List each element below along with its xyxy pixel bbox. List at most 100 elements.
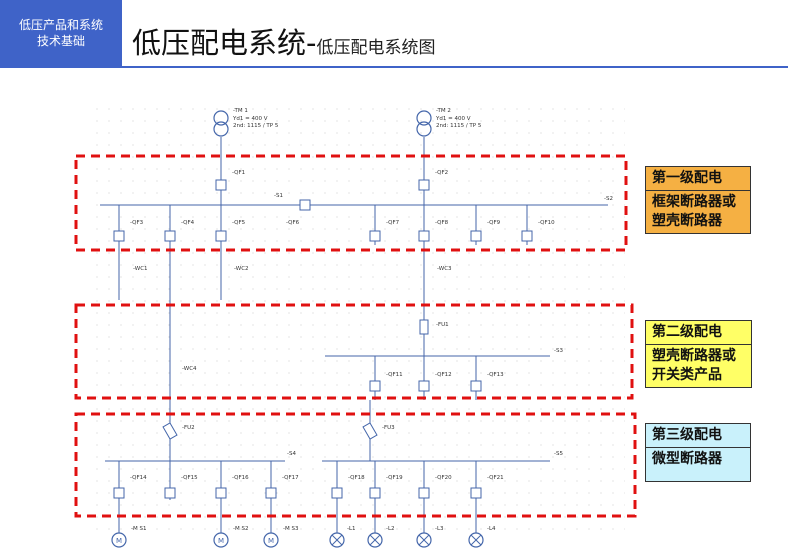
fu2-label: -FU2 xyxy=(182,425,195,431)
qf17-label: -QF17 xyxy=(282,475,299,481)
s4-label: -S4 xyxy=(287,451,296,457)
qf11-label: -QF11 xyxy=(386,372,403,378)
breaker-icon xyxy=(418,487,430,499)
level3-legend: 第三级配电 微型断路器 xyxy=(645,423,751,482)
breaker-icon xyxy=(215,487,227,499)
level2-desc-line2: 开关类产品 xyxy=(652,367,722,383)
tm1-spec2: 2nd: 1115 / TP 5 xyxy=(233,123,279,129)
breakers xyxy=(113,179,533,499)
qf7-label: -QF7 xyxy=(386,220,400,226)
tm2-spec2: 2nd: 1115 / TP 5 xyxy=(436,123,482,129)
wiring xyxy=(100,137,608,538)
fuse-icon xyxy=(362,422,378,440)
breaker-icon xyxy=(215,230,227,242)
tm2-spec1: Yd1 = 400 V xyxy=(435,116,471,122)
qf16-label: -QF16 xyxy=(232,475,249,481)
motor-icon xyxy=(213,532,229,548)
level2-title: 第二级配电 xyxy=(652,324,722,340)
fuses xyxy=(162,319,429,440)
qf10-label: -QF10 xyxy=(538,220,555,226)
course-badge-line1: 低压产品和系统 xyxy=(18,18,103,32)
m2-label: -M S2 xyxy=(233,526,248,532)
qf20-label: -QF20 xyxy=(435,475,452,481)
qf14-label: -QF14 xyxy=(130,475,147,481)
level3-title: 第三级配电 xyxy=(652,427,722,443)
qf8-label: -QF8 xyxy=(435,220,449,226)
page-title-main: 低压配电系统- xyxy=(132,26,317,60)
wc2-label: -WC2 xyxy=(234,266,249,272)
level2-box xyxy=(74,303,634,400)
m1-label: -M S1 xyxy=(131,526,146,532)
qf13-label: -QF13 xyxy=(487,372,504,378)
level1-desc: 框架断路器或 塑壳断路器 xyxy=(646,190,750,233)
course-badge-line2: 技术基础 xyxy=(36,34,85,48)
wc3-label: -WC3 xyxy=(437,266,452,272)
breaker-icon xyxy=(369,380,381,392)
qf5-label: -QF5 xyxy=(232,220,246,226)
tm2-label: -TM 2 xyxy=(436,108,451,114)
breaker-icon xyxy=(113,487,125,499)
tm1-spec1: Yd1 = 400 V xyxy=(232,116,268,122)
s2-label: -S2 xyxy=(604,196,613,202)
l3-label: -L3 xyxy=(435,526,444,532)
motor-glyph: M xyxy=(268,537,274,545)
motor-icon xyxy=(263,532,279,548)
breaker-icon xyxy=(299,199,311,211)
breaker-icon xyxy=(331,487,343,499)
lamp-crosses xyxy=(331,534,482,546)
qf2-label: -QF2 xyxy=(435,170,448,176)
level1-legend: 第一级配电 框架断路器或 塑壳断路器 xyxy=(645,166,751,234)
qf19-label: -QF19 xyxy=(386,475,403,481)
level2-desc-line1: 塑壳断路器或 xyxy=(652,348,736,364)
breaker-icon xyxy=(470,487,482,499)
tm1-label: -TM 1 xyxy=(233,108,248,114)
breaker-icon xyxy=(470,380,482,392)
motor-glyph: M xyxy=(116,537,122,545)
m3-label: -M S3 xyxy=(283,526,299,532)
breaker-icon xyxy=(521,230,533,242)
s3-label: -S3 xyxy=(554,348,563,354)
l1-label: -L1 xyxy=(347,526,356,532)
fu3-label: -FU3 xyxy=(382,425,395,431)
level1-box xyxy=(74,154,628,252)
grid-background xyxy=(95,100,625,540)
breaker-icon xyxy=(113,230,125,242)
qf3-label: -QF3 xyxy=(130,220,144,226)
breaker-icon xyxy=(164,487,176,499)
breaker-icon xyxy=(265,487,277,499)
l4-label: -L4 xyxy=(487,526,496,532)
level1-desc-line1: 框架断路器或 xyxy=(652,194,736,210)
l2-label: -L2 xyxy=(386,526,395,532)
wc4-label: -WC4 xyxy=(182,366,197,372)
qf15-label: -QF15 xyxy=(181,475,198,481)
level1-title: 第一级配电 xyxy=(652,170,722,186)
motor-glyph: M xyxy=(218,537,224,545)
transformer-icon xyxy=(416,110,432,137)
breaker-icon xyxy=(418,380,430,392)
fu1-label: -FU1 xyxy=(436,322,449,328)
course-badge: 低压产品和系统 技术基础 xyxy=(0,0,122,66)
fuse-icon xyxy=(162,422,178,440)
header-divider xyxy=(0,66,788,68)
level3-desc: 微型断路器 xyxy=(646,447,750,481)
level2-legend: 第二级配电 塑壳断路器或 开关类产品 xyxy=(645,320,752,388)
motor-icon xyxy=(111,532,127,548)
breaker-icon xyxy=(418,230,430,242)
page-title: 低压配电系统-低压配电系统图 xyxy=(132,20,435,62)
qf4-label: -QF4 xyxy=(181,220,195,226)
qf1-label: -QF1 xyxy=(232,170,245,176)
qf18-label: -QF18 xyxy=(348,475,365,481)
breaker-icon xyxy=(369,487,381,499)
breaker-icon xyxy=(418,179,430,191)
breaker-icon xyxy=(470,230,482,242)
breaker-icon xyxy=(215,179,227,191)
transformer-icon xyxy=(213,110,229,137)
s1-label: -S1 xyxy=(274,193,283,199)
level1-desc-line2: 塑壳断路器 xyxy=(652,213,722,229)
breaker-icon xyxy=(369,230,381,242)
qf21-label: -QF21 xyxy=(487,475,504,481)
qf12-label: -QF12 xyxy=(435,372,452,378)
fuse-icon xyxy=(419,319,429,335)
level2-desc: 塑壳断路器或 开关类产品 xyxy=(646,344,751,387)
